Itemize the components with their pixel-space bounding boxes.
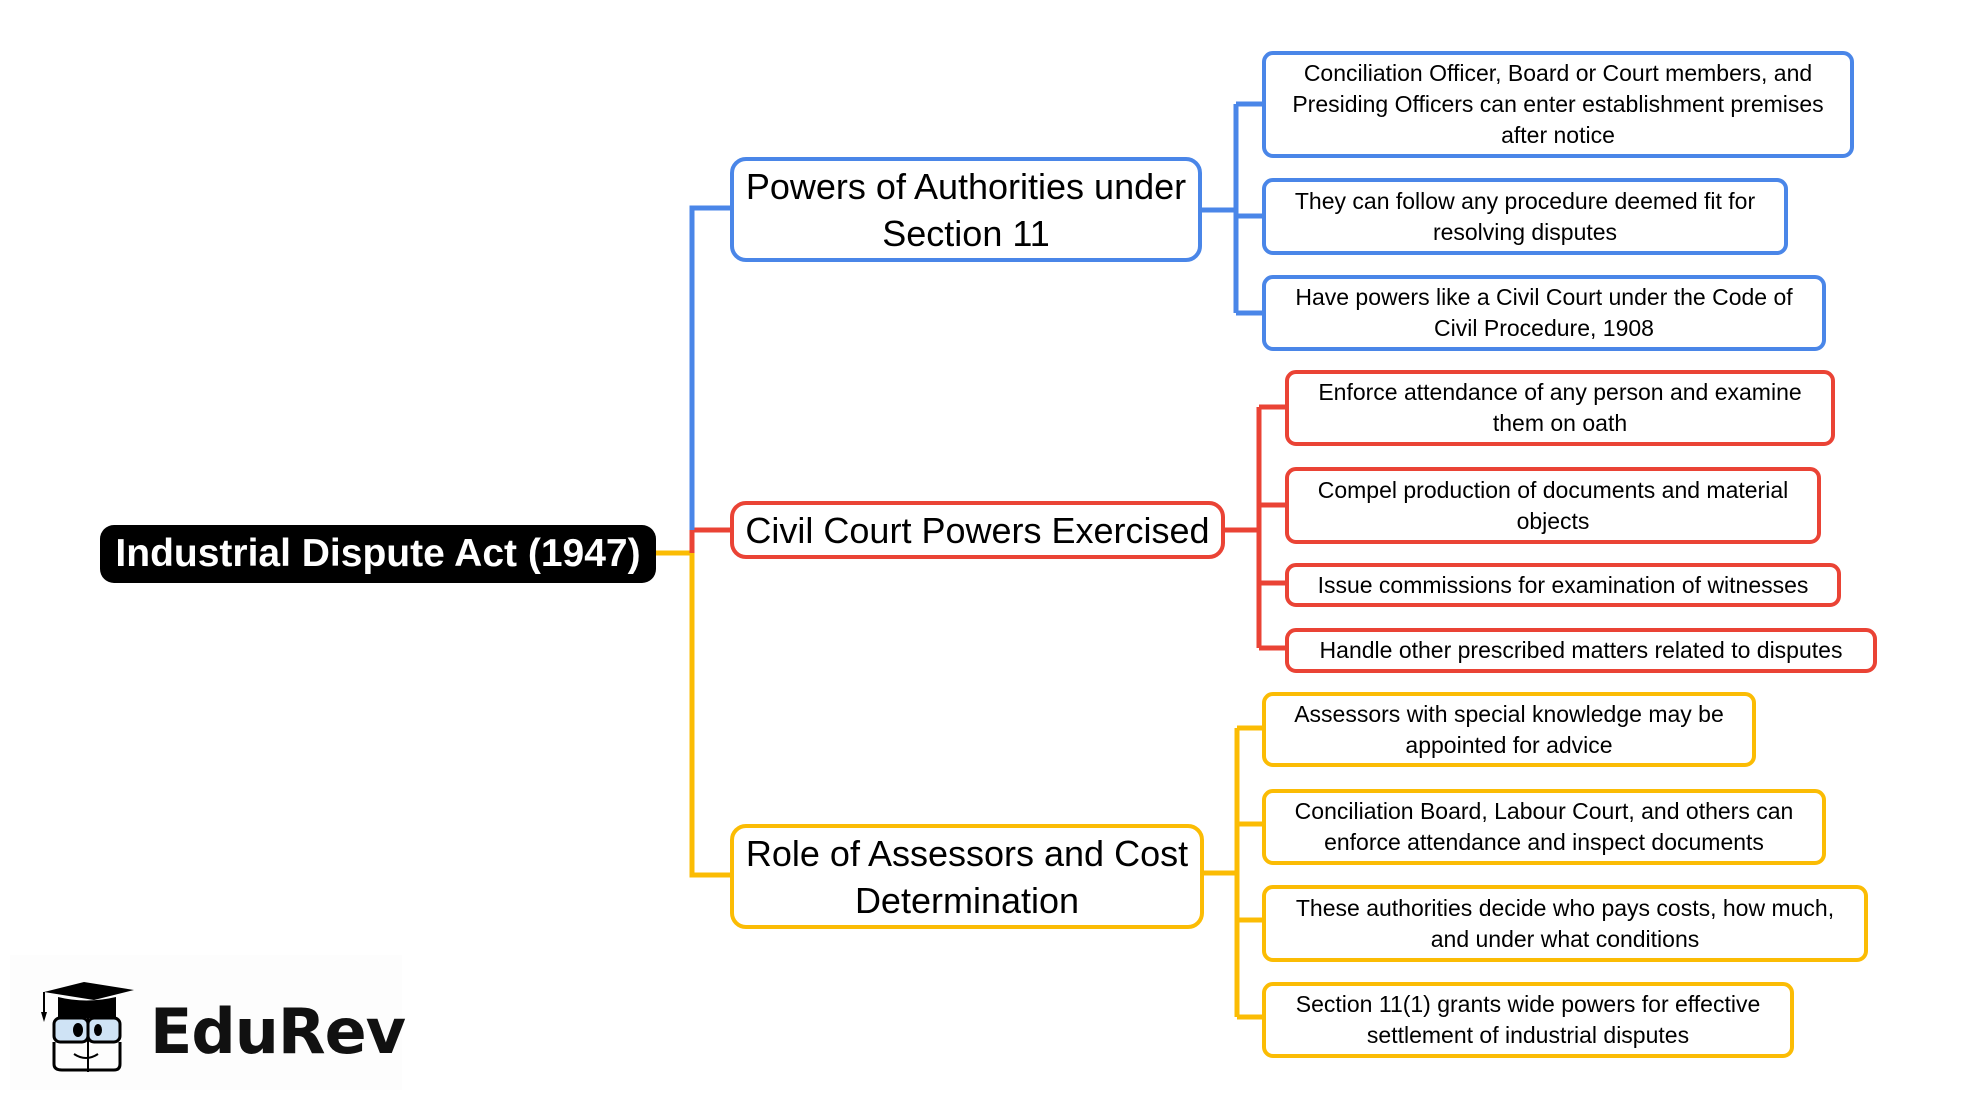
leaf-item: Assessors with special knowledge may be … [1262, 692, 1756, 767]
leaf-item: Issue commissions for examination of wit… [1285, 563, 1841, 607]
leaf-label: These authorities decide who pays costs,… [1295, 894, 1835, 952]
leaf-item: Enforce attendance of any person and exa… [1285, 370, 1835, 446]
leaf-item: Have powers like a Civil Court under the… [1262, 275, 1826, 351]
leaf-label: Conciliation Officer, Board or Court mem… [1292, 60, 1824, 148]
leaf-label: Conciliation Board, Labour Court, and ot… [1294, 798, 1794, 855]
logo-text: EduRev [150, 995, 406, 1068]
branch-role-of-assessors: Role of Assessors and Cost Determination [730, 824, 1204, 929]
branch-label: Role of Assessors and Cost Determination [745, 832, 1189, 921]
root-node: Industrial Dispute Act (1947) [100, 525, 656, 583]
leaf-label: Issue commissions for examination of wit… [1317, 571, 1809, 598]
leaf-item: Handle other prescribed matters related … [1285, 628, 1877, 673]
leaf-item: Section 11(1) grants wide powers for eff… [1262, 982, 1794, 1058]
leaf-item: They can follow any procedure deemed fit… [1262, 178, 1788, 255]
leaf-item: These authorities decide who pays costs,… [1262, 885, 1868, 962]
connector-yellow-branch [1203, 725, 1263, 1020]
leaf-label: Section 11(1) grants wide powers for eff… [1295, 991, 1761, 1048]
leaf-label: They can follow any procedure deemed fit… [1294, 187, 1756, 245]
leaf-label: Compel production of documents and mater… [1317, 476, 1789, 534]
leaf-label: Enforce attendance of any person and exa… [1318, 379, 1802, 436]
leaf-label: Handle other prescribed matters related … [1319, 637, 1843, 663]
leaf-item: Conciliation Officer, Board or Court mem… [1262, 51, 1854, 158]
branch-civil-court-powers: Civil Court Powers Exercised [730, 501, 1225, 559]
connector-root-to-yellow [656, 550, 730, 878]
root-label: Industrial Dispute Act (1947) [115, 532, 641, 575]
leaf-item: Compel production of documents and mater… [1285, 467, 1821, 544]
connector-root-to-red [689, 527, 730, 553]
graduation-cap-mascot-icon [41, 982, 134, 1072]
connector-blue-branch [1201, 101, 1263, 316]
leaf-item: Conciliation Board, Labour Court, and ot… [1262, 789, 1826, 865]
leaf-label: Have powers like a Civil Court under the… [1295, 284, 1793, 341]
connector-root-to-blue [689, 205, 730, 530]
leaf-label: Assessors with special knowledge may be … [1294, 700, 1724, 758]
connector-red-branch [1224, 404, 1286, 651]
branch-label: Civil Court Powers Exercised [745, 509, 1210, 551]
branch-powers-of-authorities: Powers of Authorities under Section 11 [730, 157, 1202, 262]
branch-label: Powers of Authorities under Section 11 [745, 165, 1187, 254]
